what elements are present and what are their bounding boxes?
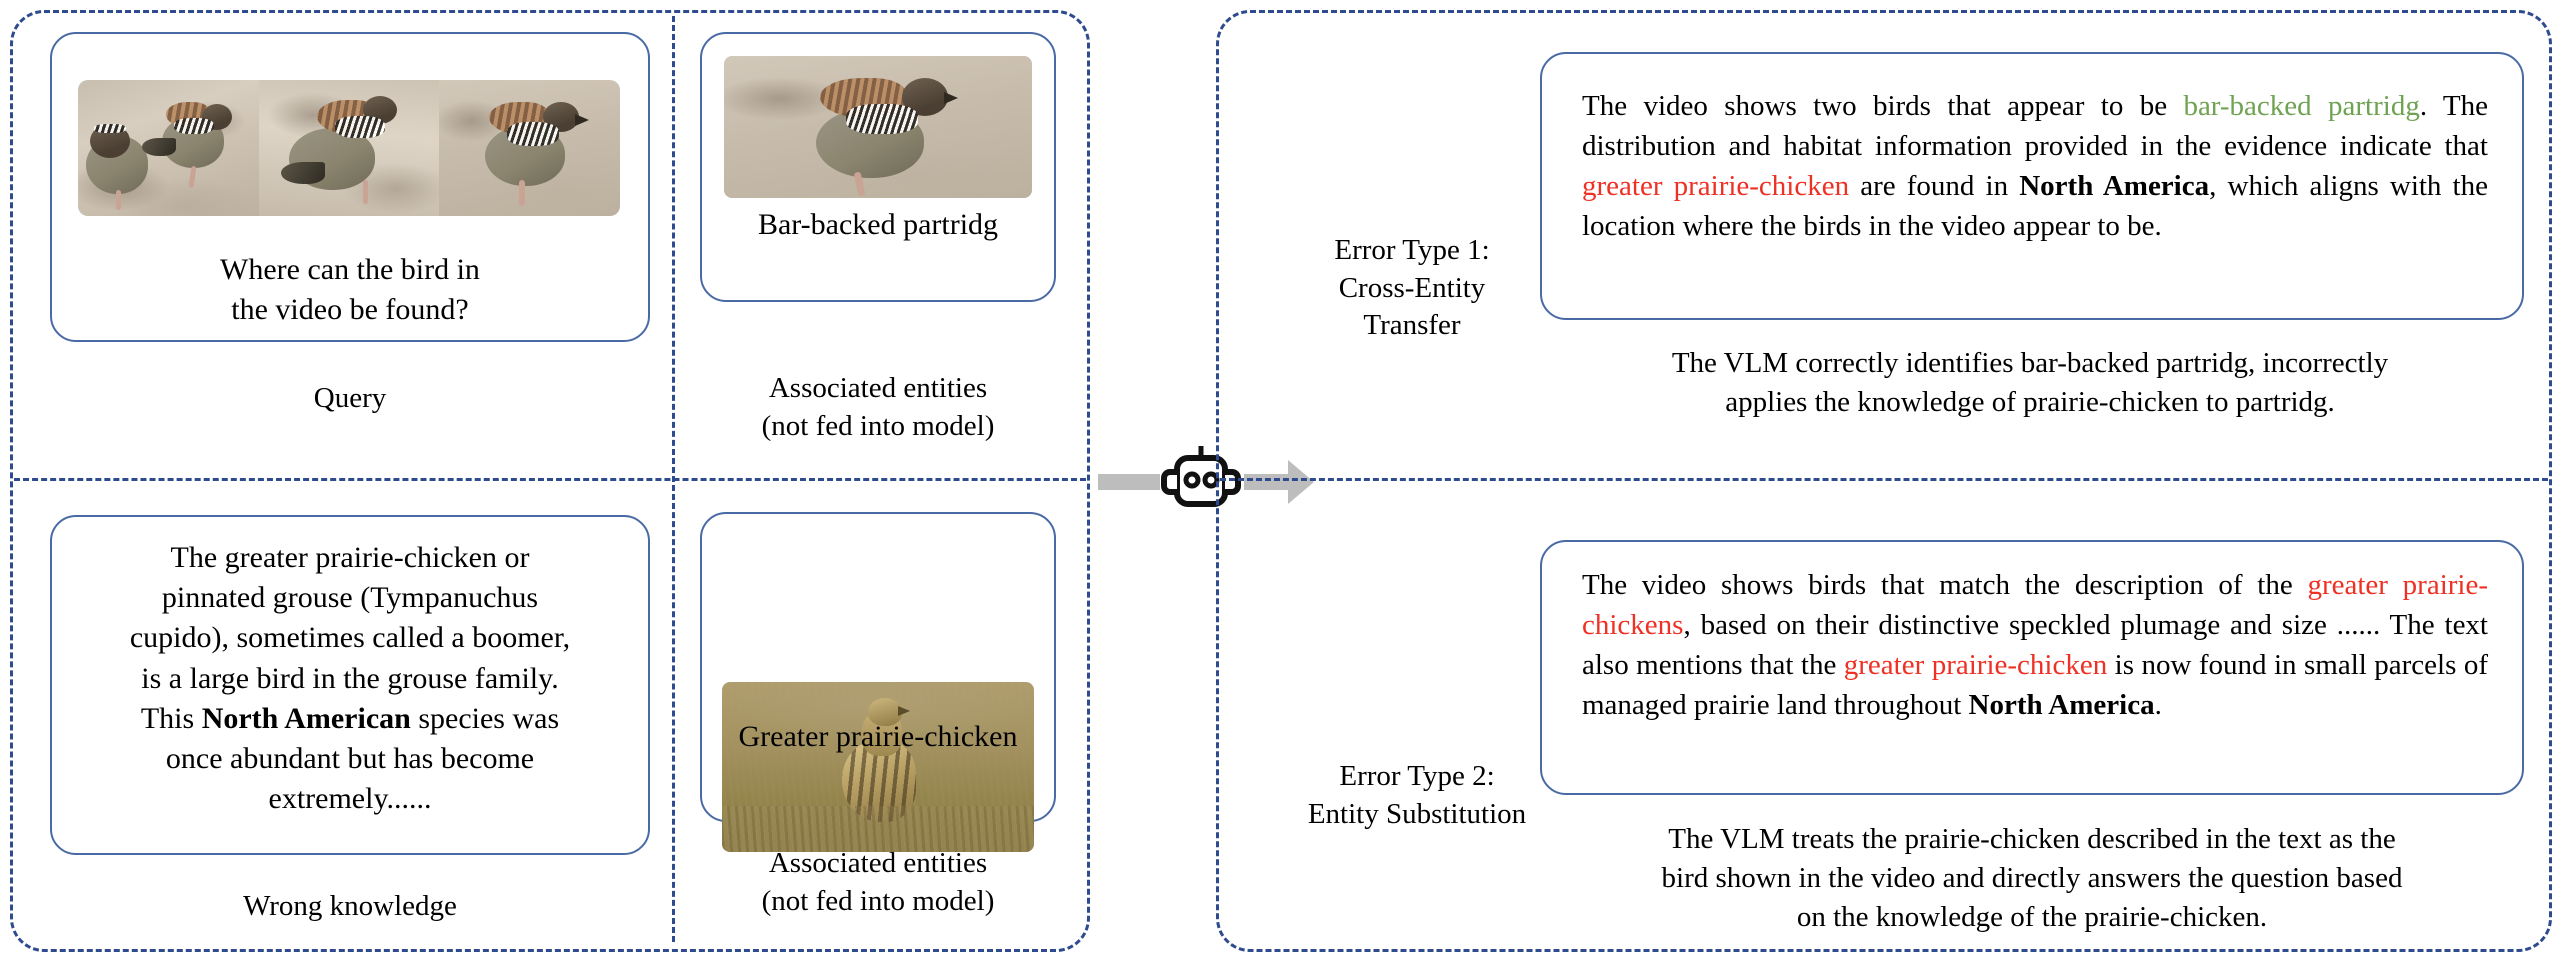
robot-icon — [1158, 440, 1244, 526]
wrong-knowledge-line-1: The greater prairie-chicken or — [170, 541, 530, 574]
e1-location: North America — [2019, 170, 2210, 203]
wrong-knowledge-line-4: is a large bird in the grouse family. — [141, 661, 559, 695]
video-frame-3 — [439, 80, 620, 216]
error-type-2-explanation-line-3: on the knowledge of the prairie-chicken. — [1796, 900, 2268, 933]
associated-entities-label-bottom-line-2: (not fed into model) — [761, 884, 995, 917]
left-input-panel — [10, 10, 1090, 952]
left-panel-horizontal-divider — [14, 478, 1086, 481]
wrong-knowledge-text: The greater prairie-chicken or pinnated … — [72, 538, 628, 819]
wrong-knowledge-line-5: This North American species was — [72, 699, 628, 739]
associated-entities-label-bottom: Associated entities (not fed into model) — [700, 845, 1056, 920]
prairie-chicken-photo — [722, 682, 1034, 852]
right-output-panel — [1216, 10, 2552, 952]
error-type-2-response-text: The video shows birds that match the des… — [1582, 565, 2488, 725]
query-label: Query — [313, 382, 387, 414]
error-type-1-response-text: The video shows two birds that appear to… — [1582, 86, 2488, 246]
e1-correct-entity: bar-backed partridg — [2183, 90, 2420, 122]
error-type-2-explanation-line-1: The VLM treats the prairie-chicken descr… — [1668, 823, 2396, 855]
associated-entities-label-bottom-line-1: Associated entities — [768, 847, 988, 879]
error-type-1-label: Error Type 1: Cross-Entity Transfer — [1262, 232, 1562, 345]
e2-seg-5: is now found in small parcels of managed… — [1582, 649, 2488, 722]
wrong-knowledge-north-american: North American — [201, 701, 411, 735]
associated-entities-label-top-line-2: (not fed into model) — [761, 409, 995, 442]
error-type-1-label-line-1: Error Type 1: — [1334, 234, 1490, 266]
error-type-2-response-card — [1540, 540, 2524, 795]
e2-wrong-entity-2: greater prairie-chicken — [1843, 649, 2108, 682]
arrow-into-model — [1098, 474, 1160, 490]
arrow-out-head-icon — [1288, 460, 1314, 504]
e2-seg-1: The video shows birds that match the des… — [1582, 569, 2308, 601]
error-type-1-explanation: The VLM correctly identifies bar-backed … — [1530, 344, 2530, 422]
e2-seg-7: . — [2154, 689, 2162, 722]
error-type-1-label-line-3: Transfer — [1363, 309, 1461, 342]
left-panel-vertical-divider — [672, 16, 675, 942]
error-type-1-explanation-line-2: applies the knowledge of prairie-chicken… — [1725, 385, 2335, 418]
partridge-photo — [724, 56, 1032, 198]
error-type-1-explanation-line-1: The VLM correctly identifies bar-backed … — [1671, 347, 2389, 379]
wrong-knowledge-card — [50, 515, 650, 855]
associated-entities-label-top-line-1: Associated entities — [768, 372, 988, 404]
e1-seg-5: are found in — [1849, 170, 2020, 203]
e1-seg-3: . The distribution and habitat informati… — [1582, 90, 2488, 163]
e2-wrong-entity-1: greater prairie-chickens — [1582, 569, 2488, 642]
query-question-line-2: the video be found? — [231, 293, 469, 327]
wrong-knowledge-line-5-pre: This — [140, 701, 202, 735]
wrong-knowledge-line-3: cupido), sometimes called a boomer, — [129, 621, 571, 655]
query-question-line-1: Where can the bird in — [220, 253, 480, 286]
right-panel-horizontal-divider — [1220, 478, 2548, 481]
prairie-chicken-caption: Greater prairie-chicken — [738, 720, 1018, 753]
e2-location: North America — [1968, 689, 2155, 722]
wrong-knowledge-line-2: pinnated grouse (Tympanuchus — [161, 581, 539, 615]
error-type-2-label: Error Type 2: Entity Substitution — [1262, 758, 1572, 833]
e1-wrong-entity: greater prairie-chicken — [1582, 170, 1850, 203]
error-type-2-label-line-2: Entity Substitution — [1307, 797, 1527, 830]
error-type-2-label-line-1: Error Type 2: — [1339, 760, 1495, 792]
query-question: Where can the bird in the video be found… — [62, 250, 638, 330]
error-type-1-response-card — [1540, 52, 2524, 320]
associated-entities-label-top: Associated entities (not fed into model) — [700, 370, 1056, 445]
video-frame-1 — [78, 80, 259, 216]
error-type-1-label-line-2: Cross-Entity — [1338, 271, 1486, 304]
wrong-knowledge-line-7: extremely...... — [268, 782, 432, 816]
wrong-knowledge-line-6: once abundant but has become — [165, 741, 535, 775]
e1-seg-7: , which aligns with the location where t… — [1582, 170, 2488, 243]
wrong-knowledge-label: Wrong knowledge — [243, 890, 457, 922]
e1-seg-1: The video shows two birds that appear to… — [1582, 90, 2184, 122]
wrong-knowledge-line-5-post: species was — [410, 701, 560, 735]
error-type-2-explanation: The VLM treats the prairie-chicken descr… — [1528, 820, 2536, 937]
partridge-caption: Bar-backed partridg — [757, 208, 999, 241]
e2-seg-3: , based on their distinctive speckled pl… — [1582, 609, 2488, 682]
query-video-strip — [78, 80, 620, 216]
video-frame-2 — [258, 80, 440, 216]
error-type-2-explanation-line-2: bird shown in the video and directly ans… — [1661, 861, 2403, 894]
